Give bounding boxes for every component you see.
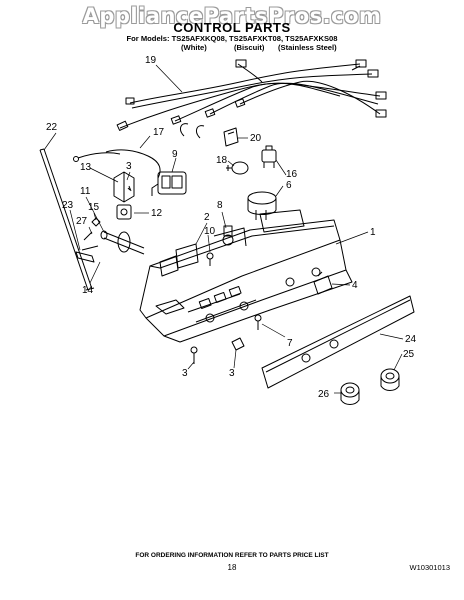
callout-25: 25: [403, 349, 415, 360]
callout-26: 26: [318, 389, 330, 400]
screw-lower-center: [231, 337, 245, 351]
page-number: 18: [227, 563, 237, 572]
callout-numbers: 19 17 20 22 13 3 9 18 16 6 11 15 12 8 23…: [46, 55, 417, 400]
callout-8: 8: [217, 200, 223, 211]
control-shaft: [75, 217, 145, 263]
callout-1: 1: [370, 227, 376, 238]
mounting-bracket: [313, 271, 333, 295]
knob-right: [380, 368, 400, 391]
callout-7: 7: [287, 338, 293, 349]
callout-12: 12: [151, 208, 163, 219]
callout-22: 22: [46, 122, 58, 133]
control-rod: [39, 148, 95, 291]
callout-13: 13: [80, 162, 92, 173]
screw-lower-left: [190, 346, 198, 364]
callout-20: 20: [250, 133, 262, 144]
callout-3-lower-center: 3: [229, 368, 235, 379]
callout-10: 10: [204, 226, 216, 237]
callout-14: 14: [82, 285, 94, 296]
page-title: CONTROL PARTS: [173, 20, 291, 35]
callout-15: 15: [88, 202, 100, 213]
callout-24: 24: [405, 334, 417, 345]
screw-small: [206, 252, 214, 266]
callout-3-upper: 3: [126, 161, 132, 172]
switch: [261, 145, 277, 168]
leader-lines: [43, 64, 404, 394]
document-number: W10301013: [409, 563, 450, 572]
callout-11: 11: [80, 186, 91, 197]
callout-9: 9: [172, 149, 178, 160]
knob-left: [340, 382, 360, 405]
thermostat: [151, 171, 187, 196]
damper-bracket: [113, 171, 135, 220]
callout-17: 17: [153, 127, 165, 138]
control-panel-overlay: [261, 295, 415, 389]
light-socket: [247, 191, 277, 220]
callout-23: 23: [62, 200, 74, 211]
callout-2: 2: [204, 212, 210, 223]
light-bulb: [226, 161, 249, 175]
callout-4: 4: [352, 280, 358, 291]
callout-27: 27: [76, 216, 88, 227]
finish-stainless-steel: (Stainless Steel): [278, 43, 337, 52]
clip: [223, 127, 239, 147]
callout-19: 19: [145, 55, 157, 66]
bushing: [222, 225, 234, 246]
callout-3-lower-left: 3: [182, 368, 188, 379]
watermark-text: AppliancePartsPros.com: [82, 4, 382, 28]
wire-harness: [116, 59, 387, 139]
thermistor-wire: [73, 149, 161, 179]
ordering-note: FOR ORDERING INFORMATION REFER TO PARTS …: [135, 552, 329, 559]
finish-white: (White): [181, 43, 207, 52]
models-line: For Models: TS25AFXKQ08, TS25AFXKT08, TS…: [126, 34, 338, 43]
callout-18: 18: [216, 155, 228, 166]
callout-6: 6: [286, 180, 292, 191]
callout-16: 16: [286, 169, 298, 180]
finish-biscuit: (Biscuit): [234, 43, 265, 52]
control-housing: [139, 209, 353, 343]
screw-seven: [254, 314, 262, 330]
